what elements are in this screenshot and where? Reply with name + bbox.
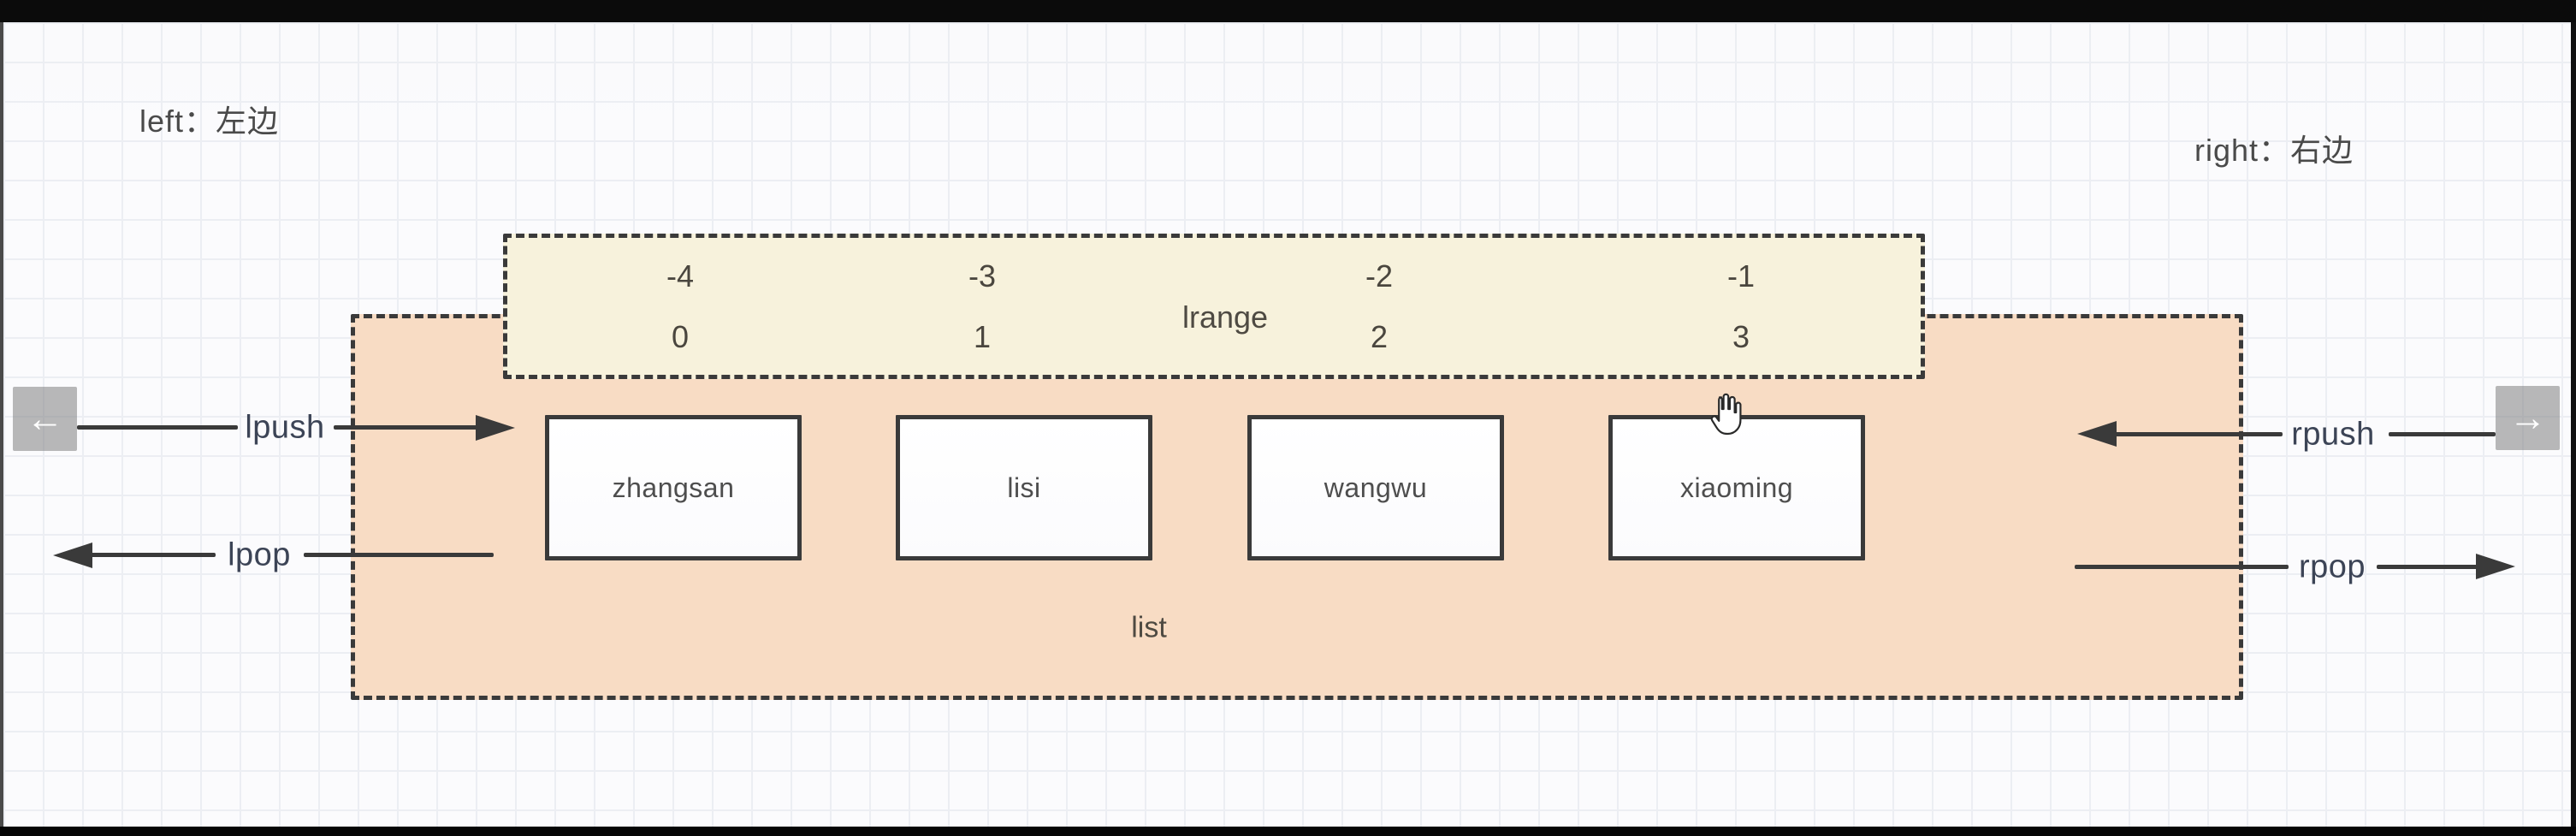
lpush-arrow-line[interactable]	[77, 425, 238, 430]
index-positive-2: 2	[1370, 319, 1389, 354]
lrange-label: lrange	[1181, 299, 1269, 335]
left-arrow-icon: ←	[26, 397, 64, 440]
lpop-label[interactable]: lpop	[228, 537, 291, 573]
index-positive-0: 0	[671, 319, 690, 354]
list-item-box-lisi[interactable]: lisi	[896, 415, 1152, 560]
list-item-box-xiaoming[interactable]: xiaoming	[1608, 415, 1865, 560]
lrange-index-shape[interactable]: -4 -3 -2 -1 0 1 2 3 lrange	[503, 234, 1925, 379]
rpop-arrowhead-icon	[2476, 554, 2515, 579]
prev-slide-button[interactable]: ←	[13, 387, 77, 451]
list-label: list	[1131, 611, 1167, 644]
bottom-letterbox-bar	[0, 827, 2576, 836]
rpop-arrow-line[interactable]	[2075, 565, 2289, 569]
lpush-arrow-line[interactable]	[334, 425, 477, 430]
list-item-label: zhangsan	[612, 471, 735, 503]
list-item-box-wangwu[interactable]: wangwu	[1247, 415, 1504, 560]
rpush-arrow-line[interactable]	[2389, 432, 2496, 436]
index-negative-0: -4	[666, 258, 695, 293]
rpop-label[interactable]: rpop	[2298, 548, 2366, 585]
right-arrow-icon: →	[2508, 396, 2547, 439]
top-letterbox-bar	[0, 0, 2576, 22]
index-negative-1: -3	[968, 258, 997, 293]
lpop-arrow-line[interactable]	[304, 553, 494, 557]
list-item-label: xiaoming	[1679, 471, 1794, 503]
next-slide-button[interactable]: →	[2496, 386, 2560, 450]
list-item-label: lisi	[1007, 471, 1041, 503]
list-item-box-zhangsan[interactable]: zhangsan	[545, 415, 802, 560]
index-positive-3: 3	[1732, 319, 1750, 354]
rpop-arrow-line[interactable]	[2377, 565, 2479, 569]
hand-cursor-icon	[1704, 392, 1745, 444]
index-positive-1: 1	[973, 319, 992, 354]
index-negative-2: -2	[1365, 258, 1394, 293]
rpush-arrow-line[interactable]	[2113, 432, 2283, 436]
legend-right-text: right：右边	[2194, 133, 2354, 168]
lpop-arrowhead-icon	[53, 543, 92, 568]
index-negative-3: -1	[1726, 258, 1756, 293]
rpush-arrowhead-icon	[2077, 421, 2117, 447]
legend-left-text: left：左边	[139, 104, 280, 139]
rpush-label[interactable]: rpush	[2291, 416, 2375, 453]
lpop-arrow-line[interactable]	[89, 553, 216, 557]
lpush-label[interactable]: lpush	[245, 409, 325, 446]
lpush-arrowhead-icon	[476, 415, 515, 441]
list-item-label: wangwu	[1324, 471, 1428, 503]
